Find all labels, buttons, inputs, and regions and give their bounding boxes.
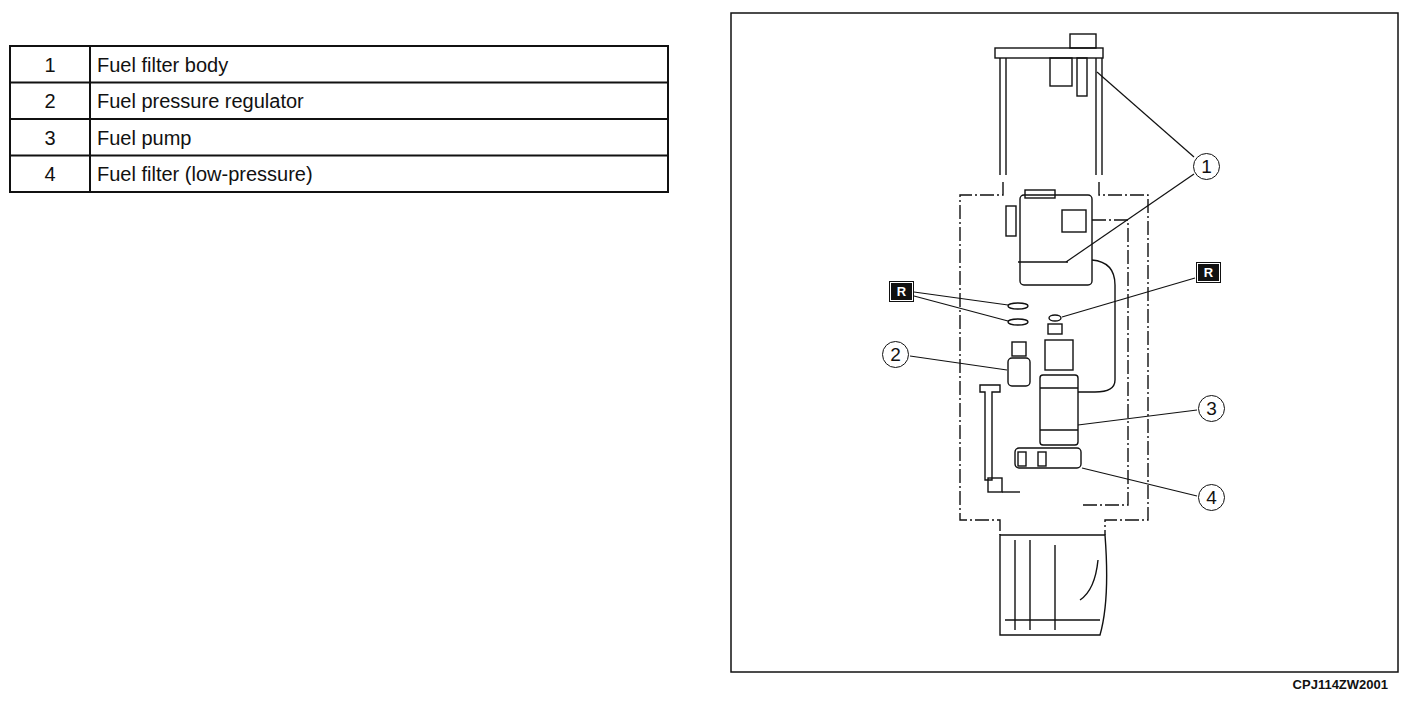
- leader-lines-line: [1097, 72, 1194, 157]
- fuel-pump-assembly-rect: [995, 48, 1103, 58]
- table-number: 4: [11, 157, 89, 192]
- fuel-pump-assembly-rect: [1020, 195, 1092, 285]
- fuel-pump-assembly-line: [1040, 429, 1078, 430]
- fuel-pump-assembly-line: [1040, 387, 1078, 388]
- table-number: 2: [11, 84, 89, 119]
- table-number: 1: [11, 47, 89, 82]
- fuel-pump-assembly: [960, 34, 1148, 635]
- fuel-pump-assembly-rect: [1012, 342, 1026, 356]
- fuel-pump-assembly-ellipse: [1008, 303, 1028, 309]
- fuel-pump-assembly-path: [1075, 260, 1115, 392]
- fuel-pump-assembly-rect: [1050, 58, 1072, 86]
- fuel-pump-assembly-rect: [1025, 190, 1055, 198]
- parts-table-grid-line: [10, 82, 668, 84]
- parts-table-grid-line: [10, 155, 668, 157]
- leader-lines: [910, 72, 1197, 496]
- fuel-pump-assembly-rect: [988, 478, 1002, 492]
- fuel-pump-assembly-path: [1002, 491, 1020, 492]
- replace-mark: R: [890, 282, 913, 301]
- leader-lines-line: [914, 296, 1008, 321]
- fuel-pump-assembly-rect: [1038, 452, 1046, 466]
- part-name: Fuel filter (low-pressure): [97, 157, 665, 192]
- fuel-pump-assembly-rect: [1077, 58, 1087, 96]
- part-name: Fuel pump: [97, 120, 665, 155]
- fuel-pump-assembly-line: [1005, 619, 1100, 620]
- fuel-pump-assembly-line: [1095, 58, 1096, 175]
- parts-table-grid-rect: [10, 46, 668, 192]
- leader-lines-line: [1062, 278, 1195, 317]
- callout-number: 1: [1193, 153, 1220, 180]
- leader-lines-line: [1066, 174, 1194, 262]
- fuel-pump-assembly-path: [1000, 535, 1107, 635]
- fuel-pump-assembly-rect: [1018, 452, 1026, 466]
- figure-frame: [731, 13, 1398, 672]
- fuel-pump-assembly-rect: [1070, 34, 1096, 48]
- fuel-pump-assembly-path: [980, 385, 1000, 480]
- parts-table-grid-line: [89, 46, 91, 192]
- part-name: Fuel pressure regulator: [97, 84, 665, 119]
- figure-frame-rect: [731, 13, 1398, 672]
- fuel-pump-assembly-line: [1054, 545, 1055, 630]
- callout-number: 3: [1198, 395, 1225, 422]
- fuel-pump-assembly-path: [960, 182, 1003, 535]
- fuel-pump-assembly-rect: [1006, 206, 1016, 236]
- fuel-pump-assembly-ellipse: [1049, 315, 1061, 321]
- fuel-pump-assembly-line: [1029, 540, 1030, 630]
- fuel-pump-assembly-rect: [1008, 358, 1030, 386]
- fuel-pump-assembly-rect: [1040, 375, 1078, 445]
- parts-table-grid-line: [10, 118, 668, 120]
- replace-mark: R: [1197, 263, 1220, 282]
- part-name: Fuel filter body: [97, 47, 665, 82]
- callout-number: 4: [1198, 484, 1225, 511]
- parts-table-grid: [10, 46, 668, 192]
- table-number: 3: [11, 120, 89, 155]
- fuel-pump-assembly-ellipse: [1008, 319, 1028, 325]
- leader-lines-line: [914, 292, 1008, 305]
- fuel-pump-assembly-line: [1018, 261, 1068, 262]
- fuel-pump-assembly-line: [1005, 58, 1006, 175]
- fuel-pump-assembly-rect: [1062, 210, 1086, 232]
- callout-number: 2: [882, 341, 909, 368]
- fuel-pump-assembly-path: [1080, 560, 1098, 600]
- fuel-pump-assembly-rect: [1045, 340, 1073, 370]
- fuel-pump-assembly-rect: [1015, 448, 1081, 468]
- figure-code: CPJ114ZW2001: [1200, 678, 1388, 694]
- fuel-pump-assembly-line: [999, 58, 1000, 175]
- leader-lines-line: [910, 356, 1007, 370]
- leader-lines-line: [1082, 468, 1197, 496]
- fuel-pump-assembly-line: [1014, 540, 1015, 630]
- fuel-pump-assembly-rect: [1048, 324, 1062, 334]
- leader-lines-line: [1078, 410, 1197, 425]
